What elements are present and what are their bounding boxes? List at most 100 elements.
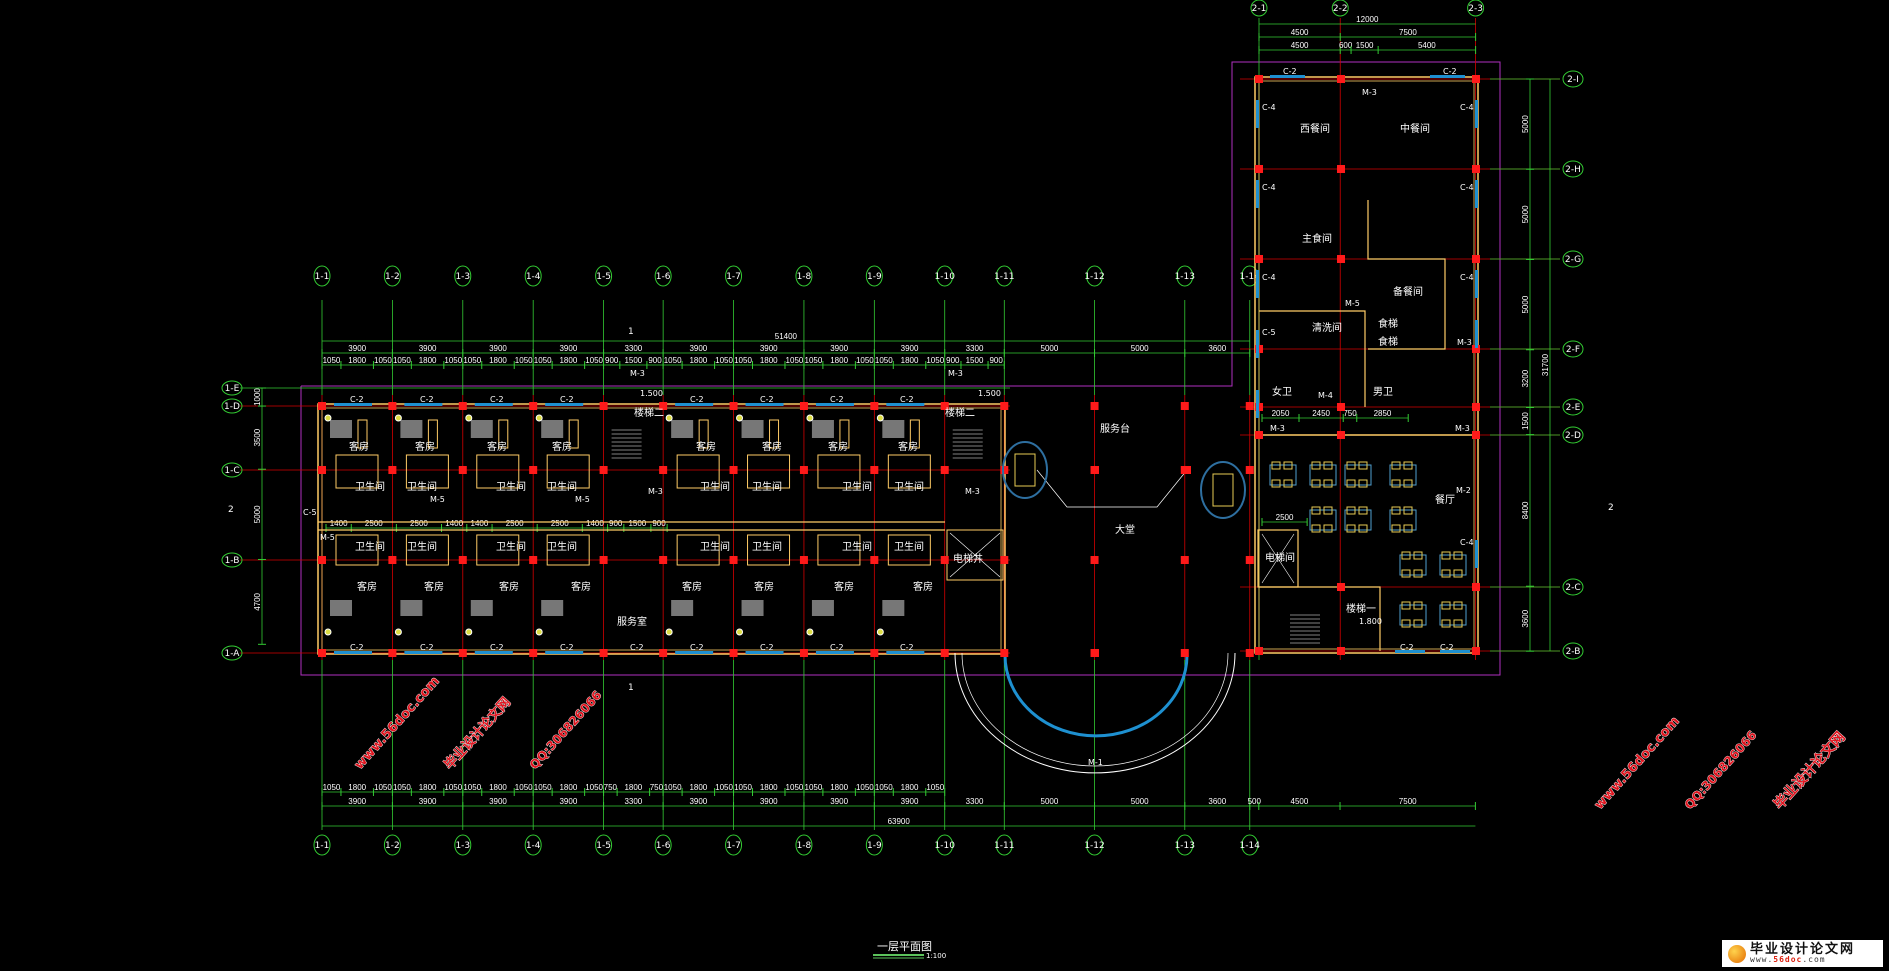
window <box>675 651 714 654</box>
dimension-label: 3900 <box>419 797 437 806</box>
axis-bubble <box>725 265 743 287</box>
column <box>529 466 538 474</box>
column <box>1255 165 1263 173</box>
windows <box>334 75 1478 654</box>
room-label-stair1: 楼梯一 <box>1346 602 1376 615</box>
dimension-label: 1800 <box>830 783 848 792</box>
room-label-stair2: 楼梯二 <box>945 406 975 419</box>
column <box>1180 649 1189 657</box>
room-label-elevator-room: 电梯间 <box>1265 551 1295 564</box>
dimension-label: 12000 <box>1356 15 1379 24</box>
axis-label: 2-3 <box>1468 4 1483 14</box>
lamp <box>465 414 473 422</box>
dimension-label: 1800 <box>901 356 919 365</box>
column <box>940 402 949 410</box>
coffee-table <box>1014 453 1036 487</box>
axis-bubble <box>524 265 542 287</box>
axis-label: 1-C <box>224 466 239 476</box>
axis-bubble <box>1562 70 1584 88</box>
window-tag: C-2 <box>560 643 574 652</box>
column <box>599 649 608 657</box>
dimension-label: 2500 <box>410 519 428 528</box>
dimension-label: 1050 <box>786 356 804 365</box>
dimension-label: 5000 <box>1521 115 1530 133</box>
column <box>1472 345 1480 353</box>
bathroom-partition <box>405 534 449 566</box>
axis-label: 1-6 <box>656 841 671 851</box>
dimension-label: 1050 <box>805 783 823 792</box>
dining-table <box>1439 604 1467 626</box>
room-label-dining: 餐厅 <box>1435 493 1455 506</box>
dimension-label: 750 <box>650 783 664 792</box>
room-label-bath: 卫生间 <box>496 540 526 553</box>
bed <box>671 420 694 438</box>
column <box>940 466 949 474</box>
door-tag: M-3 <box>1270 424 1285 433</box>
dimension-label: 5000 <box>1521 295 1530 313</box>
window <box>474 651 513 654</box>
column <box>1180 402 1189 410</box>
column <box>1337 431 1345 439</box>
dining-table <box>1389 509 1417 531</box>
dimension-label: 3900 <box>689 344 707 353</box>
window <box>1256 100 1259 128</box>
column <box>1472 583 1480 591</box>
dimension-label: 1050 <box>856 783 874 792</box>
lamp <box>465 628 473 636</box>
lamp <box>394 414 402 422</box>
window-tag: C-2 <box>630 643 644 652</box>
room-label-guest: 客房 <box>415 440 435 453</box>
wardrobe <box>839 419 850 449</box>
chair <box>1413 569 1423 578</box>
dimension-label: 3900 <box>348 797 366 806</box>
axis-label: 1-11 <box>994 272 1014 282</box>
dimension-label: 1000 <box>253 388 262 406</box>
dimension-label: 1800 <box>559 356 577 365</box>
logo-icon <box>1728 944 1746 963</box>
dimension-label: 1400 <box>445 519 463 528</box>
axis-label: 1-14 <box>1240 272 1261 282</box>
window <box>1430 75 1465 78</box>
window-tag: C-4 <box>1460 538 1474 547</box>
column <box>1337 75 1345 83</box>
dimension-label: 1800 <box>419 356 437 365</box>
window-tag: C-2 <box>690 395 704 404</box>
column <box>729 649 738 657</box>
section-mark: 1 <box>628 327 634 337</box>
room-label-chinese: 中餐间 <box>1400 122 1430 135</box>
room-label-bath: 卫生间 <box>700 540 730 553</box>
dimension-label: 1050 <box>534 783 552 792</box>
wardrobe <box>698 419 709 449</box>
chair <box>1453 619 1463 628</box>
dimension-label: 900 <box>605 356 619 365</box>
dining-table <box>1309 464 1337 486</box>
chair <box>1413 601 1423 610</box>
dimension-label: 750 <box>604 783 618 792</box>
lamp <box>665 628 673 636</box>
column <box>599 402 608 410</box>
window <box>334 403 372 406</box>
dimension-label: 1050 <box>444 356 462 365</box>
chair <box>1453 551 1463 560</box>
dimension-label: 3600 <box>1208 344 1226 353</box>
drawing-title: 一层平面图 <box>877 940 932 953</box>
dimension-label: 1050 <box>715 783 733 792</box>
column <box>729 466 738 474</box>
dimension-label: 1400 <box>586 519 604 528</box>
dining-table <box>1399 554 1427 576</box>
bed <box>541 600 564 616</box>
wardrobe <box>427 419 438 449</box>
dimension-label: 1050 <box>323 356 341 365</box>
window <box>815 651 854 654</box>
axis-label: 1-A <box>225 649 241 659</box>
bed <box>470 420 493 438</box>
chair <box>1271 461 1281 470</box>
column <box>1245 466 1254 474</box>
axis-bubble <box>454 834 472 856</box>
axis-label: 1-7 <box>726 841 741 851</box>
room-label-guest: 客房 <box>357 580 377 593</box>
dimension-label: 1050 <box>393 783 411 792</box>
chair <box>1403 506 1413 515</box>
column <box>529 556 538 564</box>
